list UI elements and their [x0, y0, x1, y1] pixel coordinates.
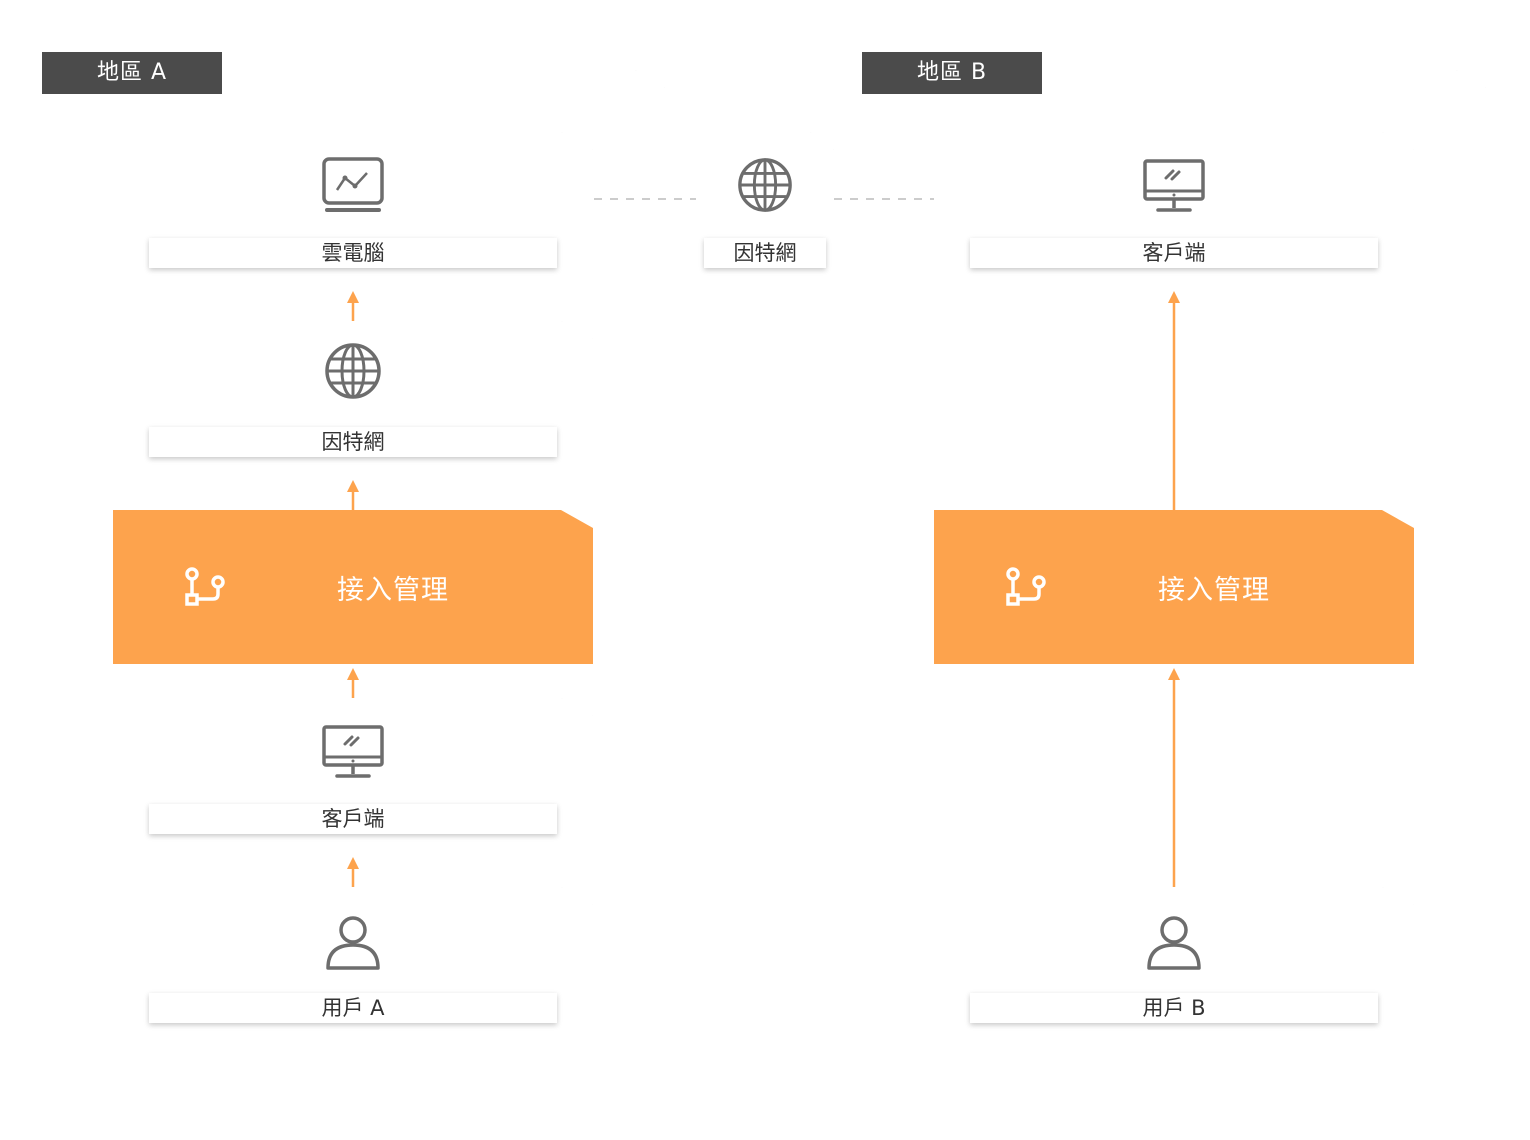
globe-icon: [736, 156, 794, 214]
user-icon: [1146, 915, 1202, 971]
node-label-access-mgmt-b: 接入管理: [1158, 575, 1270, 606]
region-b-title: 地區 B: [862, 52, 1042, 94]
node-internet-link: 因特網: [696, 132, 834, 287]
node-label-client-a: 客戶端: [149, 804, 557, 834]
branch-icon: [1004, 566, 1048, 608]
user-icon: [325, 915, 381, 971]
node-label-client-b: 客戶端: [970, 238, 1378, 268]
node-label-access-mgmt-a: 接入管理: [337, 575, 449, 606]
region-a-title: 地區 A: [42, 52, 222, 94]
node-client-a: 客戶端: [113, 698, 593, 853]
node-label-user-a: 用戶 A: [149, 993, 557, 1023]
node-user-b: 用戶 B: [934, 887, 1414, 1042]
node-client-b: 客戶端: [934, 132, 1414, 287]
node-label-cloud-desktop: 雲電腦: [149, 238, 557, 268]
node-cloud-desktop: 雲電腦: [113, 132, 593, 287]
node-label-internet-a: 因特網: [149, 427, 557, 457]
node-internet-a: 因特網: [113, 321, 593, 476]
node-access-mgmt-a: 接入管理: [113, 510, 593, 664]
branch-icon: [183, 566, 227, 608]
monitor-icon: [321, 724, 385, 780]
globe-icon: [323, 341, 383, 401]
node-label-internet-link: 因特網: [704, 238, 826, 268]
monitor-icon: [1142, 158, 1206, 214]
node-user-a: 用戶 A: [113, 887, 593, 1042]
node-label-user-b: 用戶 B: [970, 993, 1378, 1023]
cloud-desktop-icon: [321, 156, 385, 216]
node-access-mgmt-b: 接入管理: [934, 510, 1414, 664]
